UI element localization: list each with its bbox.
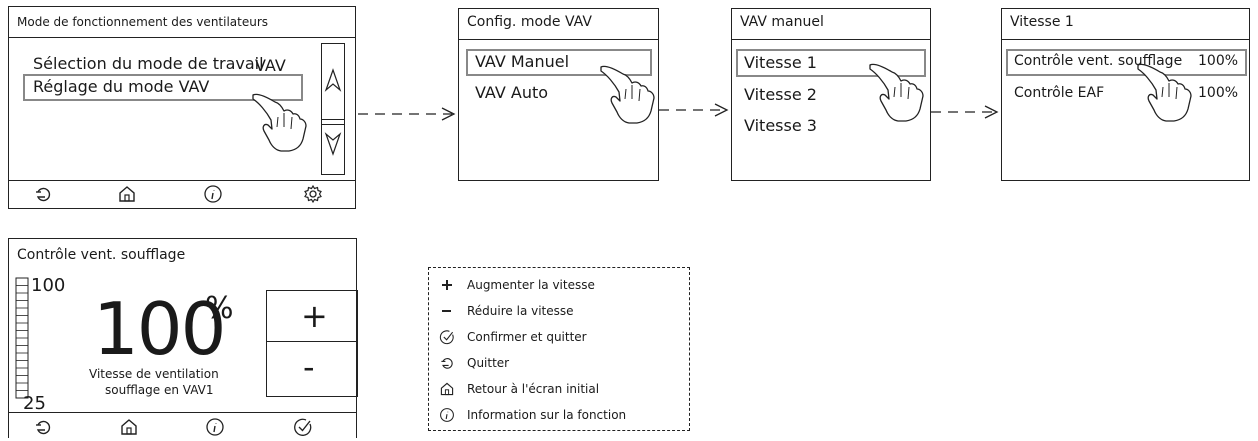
- legend-text: Réduire la vitesse: [467, 304, 574, 318]
- back-icon[interactable]: [33, 184, 53, 204]
- panel-title: Mode de fonctionnement des ventilateurs: [9, 7, 355, 38]
- panel-footer: [9, 180, 355, 208]
- arrow-up-icon: [324, 68, 342, 92]
- panel-fan-mode: Mode de fonctionnement des ventilateurs …: [8, 6, 356, 209]
- flow-arrow: [659, 103, 729, 117]
- panel-footer: [9, 412, 356, 441]
- gear-icon[interactable]: [303, 184, 323, 204]
- minus-label: -: [303, 348, 315, 386]
- menu-item-work-mode[interactable]: Sélection du mode de travail VAV: [33, 54, 293, 75]
- legend-text: Information sur la fonction: [467, 408, 627, 422]
- check-circle-icon[interactable]: [293, 417, 313, 437]
- panel-vav-manual: VAV manuel Vitesse 1 Vitesse 2 Vitesse 3: [731, 8, 931, 181]
- row-eaf-control[interactable]: Contrôle EAF 100%: [1014, 85, 1244, 101]
- info-icon: [440, 408, 454, 422]
- selection-highlight: [1006, 49, 1247, 76]
- scroll-up-button[interactable]: [321, 43, 345, 125]
- selection-highlight: [736, 49, 926, 77]
- scale-max: 100: [31, 275, 66, 296]
- pointing-hand-icon: [251, 87, 311, 153]
- back-icon[interactable]: [33, 417, 53, 437]
- home-icon[interactable]: [117, 184, 137, 204]
- panel-title: Vitesse 1: [1002, 9, 1249, 40]
- menu-item-speed-1[interactable]: Vitesse 1: [744, 53, 817, 72]
- pointing-hand-icon: [868, 57, 928, 123]
- pointing-hand-icon: [599, 59, 659, 125]
- home-icon: [440, 382, 454, 396]
- panel-speed-1: Vitesse 1 Contrôle vent. soufflage 100% …: [1001, 8, 1250, 181]
- row-value: 100%: [1198, 53, 1239, 69]
- row-label: Contrôle EAF: [1014, 85, 1105, 101]
- legend-text: Retour à l'écran initial: [467, 382, 600, 396]
- legend-text: Augmenter la vitesse: [467, 278, 595, 292]
- home-icon[interactable]: [119, 417, 139, 437]
- menu-item-vav-setting[interactable]: Réglage du mode VAV: [33, 77, 210, 96]
- arrow-down-icon: [324, 132, 342, 156]
- info-icon[interactable]: [205, 417, 225, 437]
- scale-min: 25: [23, 393, 46, 414]
- caption-line-1: Vitesse de ventilation: [89, 367, 219, 381]
- back-icon: [440, 358, 453, 369]
- menu-item-value: VAV: [255, 56, 286, 75]
- flow-arrow: [358, 107, 456, 121]
- selection-highlight: [466, 49, 652, 76]
- flow-arrow: [931, 105, 999, 119]
- panel-supply-fan-control: Contrôle vent. soufflage 100 25 100 % Vi…: [8, 238, 358, 441]
- panel-title: Config. mode VAV: [459, 9, 658, 40]
- menu-item-speed-2[interactable]: Vitesse 2: [744, 85, 817, 104]
- menu-item-speed-3[interactable]: Vitesse 3: [744, 116, 817, 135]
- legend-text: Quitter: [467, 356, 510, 370]
- pointing-hand-icon: [1136, 57, 1196, 123]
- panel-title: Contrôle vent. soufflage: [17, 247, 186, 263]
- increase-button[interactable]: +: [266, 290, 358, 342]
- check-circle-icon: [439, 330, 454, 345]
- decrease-button[interactable]: -: [266, 341, 358, 397]
- minus-icon: [442, 310, 451, 312]
- selection-highlight: [23, 74, 303, 101]
- row-supply-fan-control[interactable]: Contrôle vent. soufflage 100%: [1014, 53, 1244, 69]
- speed-level-bar: [15, 277, 29, 399]
- scroll-down-button[interactable]: [321, 119, 345, 175]
- panel-title: VAV manuel: [732, 9, 930, 40]
- speed-unit: %: [205, 291, 234, 326]
- menu-item-label: Sélection du mode de travail: [33, 54, 264, 73]
- caption-line-2: soufflage en VAV1: [105, 383, 214, 397]
- plus-label: +: [301, 297, 328, 335]
- row-value: 100%: [1198, 85, 1239, 101]
- speed-value: 100: [93, 287, 226, 371]
- legend-text: Confirmer et quitter: [467, 330, 587, 344]
- menu-item-vav-manual[interactable]: VAV Manuel: [475, 52, 570, 71]
- info-icon[interactable]: [203, 184, 223, 204]
- menu-item-vav-auto[interactable]: VAV Auto: [475, 83, 549, 102]
- plus-icon: [442, 280, 452, 290]
- panel-vav-config: Config. mode VAV VAV Manuel VAV Auto: [458, 8, 659, 181]
